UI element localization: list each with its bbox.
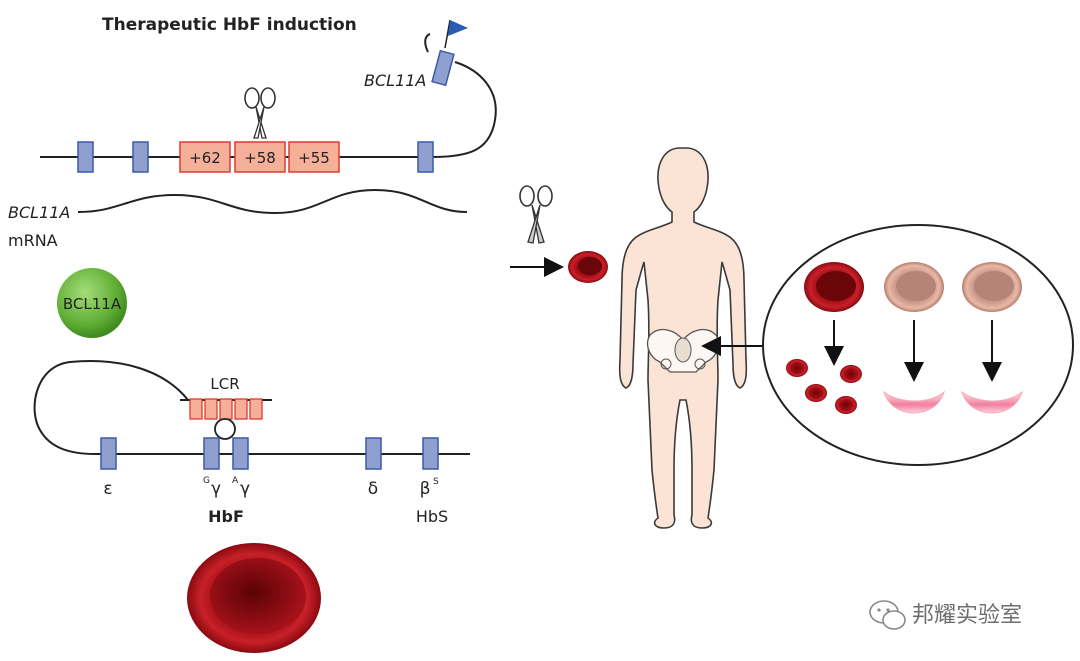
human-body: [618, 147, 748, 529]
lcr-hs-4: [234, 398, 248, 420]
bcl11a-promoter: [431, 49, 455, 87]
hbs-label: HbS: [416, 507, 448, 526]
enhancer-box-58: [234, 141, 286, 173]
epsilon-gene: [100, 437, 117, 470]
promoter-tail: [424, 33, 431, 53]
enhancer-label-62: +62: [189, 149, 221, 167]
enhancer-label-55: +55: [298, 149, 330, 167]
beta-gene: [422, 437, 439, 470]
healthy-progeny-4: [835, 396, 857, 414]
bcl11a-exon-2: [132, 141, 149, 173]
mrna-label: mRNA: [8, 231, 58, 250]
bcl11a-protein: [57, 268, 127, 338]
lcr-label: LCR: [210, 375, 239, 393]
lcr-loop: [33, 359, 189, 455]
bcl11a-locus: +62 +58 +55 BCL11A: [40, 19, 497, 173]
bcl11a-protein-label: BCL11A: [63, 295, 122, 313]
diagram-title: Therapeutic HbF induction: [102, 15, 357, 35]
bcl11a-mrna-strand: [77, 188, 468, 215]
enhancer-label-58: +58: [244, 149, 276, 167]
lcr-hs-3: [219, 398, 233, 420]
healthy-progeny-1: [786, 359, 808, 377]
mrna-gene-label: BCL11A: [8, 203, 70, 222]
delta-label: δ: [368, 479, 378, 499]
a-gamma-label: γ: [240, 479, 250, 499]
enhancer-box-55: [288, 141, 340, 173]
hbf-label: HbF: [208, 507, 244, 526]
locus-loop: [431, 61, 497, 158]
lcr-hs-2: [204, 398, 218, 420]
watermark: 邦耀实验室: [869, 600, 1022, 630]
hbf-red-blood-cell: [187, 543, 321, 653]
watermark-text: 邦耀实验室: [912, 603, 1022, 628]
sickle-precursor-1-center: [896, 271, 936, 301]
g-gamma-gene: [203, 437, 220, 470]
healthy-progeny-2: [840, 365, 862, 383]
outcome-panel: [762, 224, 1074, 466]
bcl11a-gene-label: BCL11A: [364, 71, 426, 90]
edited-cell-center: [578, 257, 602, 275]
sickle-cell-2: [961, 390, 1023, 414]
flag-pole: [444, 19, 451, 49]
beta-superscript: S: [433, 477, 439, 487]
globin-locus: LCR ε G γ A γ δ β S HbF HbS: [33, 359, 470, 526]
rbc-inner: [210, 558, 306, 634]
transcription-start-flag-icon: [448, 20, 468, 36]
bcl11a-exon-1: [77, 141, 94, 173]
healthy-progeny-3: [805, 384, 827, 402]
sickle-cell-1: [883, 390, 945, 414]
bcl11a-exon-3: [417, 141, 434, 173]
lcr-hs-1: [189, 398, 203, 420]
lcr-contact-node: [214, 418, 236, 440]
g-gamma-label: γ: [211, 479, 221, 499]
g-gamma-superscript: G: [203, 476, 210, 486]
epsilon-label: ε: [103, 479, 112, 499]
healthy-rbc-center: [816, 271, 856, 301]
lcr-hs-5: [249, 398, 263, 420]
beta-label: β: [420, 479, 431, 499]
scissors-icon: [244, 87, 276, 139]
edited-cell-delivery: [510, 185, 608, 283]
a-gamma-superscript: A: [232, 476, 239, 486]
outcome-ellipse: [762, 224, 1074, 466]
pelvis-icon: [646, 328, 720, 373]
scissors-icon-delivery: [519, 185, 553, 244]
delta-gene: [365, 437, 382, 470]
a-gamma-gene: [232, 437, 249, 470]
sickle-precursor-2-center: [974, 271, 1014, 301]
bcl11a-promoter-box: [431, 49, 455, 87]
enhancer-box-62: [179, 141, 231, 173]
wechat-icon: [869, 600, 906, 630]
